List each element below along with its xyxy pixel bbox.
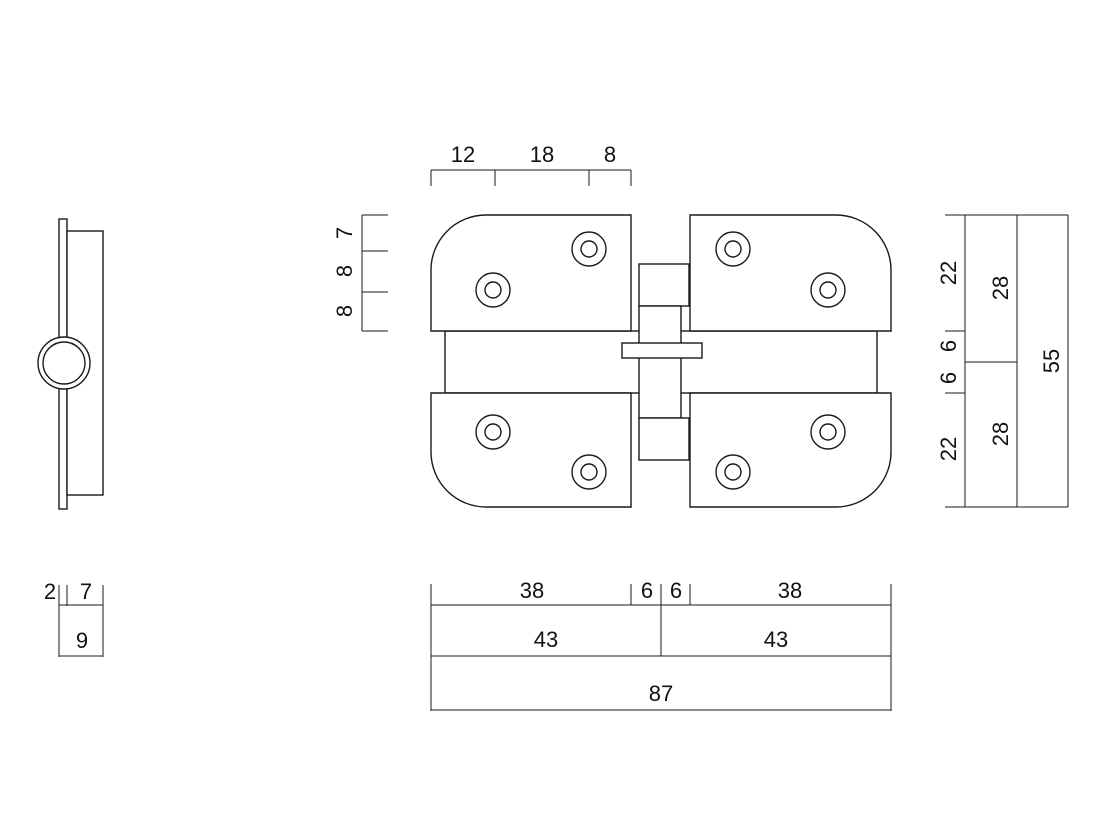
top-dim-label: 8 — [604, 142, 616, 167]
top-dim-label: 12 — [451, 142, 475, 167]
pin-body — [638, 305, 682, 419]
screw-hole — [475, 272, 511, 308]
right-dim-label: 22 — [936, 437, 961, 461]
left-dim-label: 8 — [332, 265, 357, 277]
bottom-dim-label: 38 — [778, 578, 802, 603]
side-dim-flange-label: 2 — [44, 579, 56, 604]
top-dim-label: 18 — [530, 142, 554, 167]
leaf-bottom-left — [430, 392, 632, 508]
knuckle-top — [638, 263, 690, 307]
leaf-top-left — [430, 214, 632, 332]
screw-hole — [810, 272, 846, 308]
left-dim-label: 7 — [332, 227, 357, 239]
side-view-knuckle-inner — [42, 341, 86, 385]
knuckle-bottom — [638, 417, 690, 461]
right-dim-label: 6 — [936, 340, 961, 352]
bottom-dim-label: 87 — [649, 681, 673, 706]
screw-hole — [715, 454, 751, 490]
leaf-top-right — [689, 214, 892, 332]
right-dimensions: 22 6 6 22 28 28 55 — [936, 214, 1069, 508]
screw-hole — [571, 231, 607, 267]
side-dim-total-label: 9 — [76, 628, 88, 653]
screw-hole — [810, 414, 846, 450]
top-dimensions: 12 18 8 — [430, 142, 632, 186]
bottom-dimensions: 38 6 6 38 43 43 87 — [430, 578, 892, 711]
right-dim-label: 28 — [988, 422, 1013, 446]
right-dim-label: 6 — [936, 372, 961, 384]
side-dim-body-label: 7 — [80, 579, 92, 604]
screw-hole — [715, 231, 751, 267]
left-dim-label: 8 — [332, 305, 357, 317]
side-view: 2 7 9 — [37, 218, 104, 657]
pin-collar — [621, 342, 703, 359]
bottom-dim-label: 6 — [641, 578, 653, 603]
left-dimensions: 7 8 8 — [332, 214, 388, 332]
bottom-dim-label: 43 — [764, 627, 788, 652]
bottom-dim-label: 43 — [534, 627, 558, 652]
screw-hole — [571, 454, 607, 490]
right-dim-label: 55 — [1039, 349, 1064, 373]
right-dim-label: 22 — [936, 261, 961, 285]
right-dim-label: 28 — [988, 276, 1013, 300]
front-view — [430, 214, 892, 508]
bottom-dim-label: 38 — [520, 578, 544, 603]
leaf-bottom-right — [689, 392, 892, 508]
bottom-dim-label: 6 — [670, 578, 682, 603]
screw-hole — [475, 414, 511, 450]
